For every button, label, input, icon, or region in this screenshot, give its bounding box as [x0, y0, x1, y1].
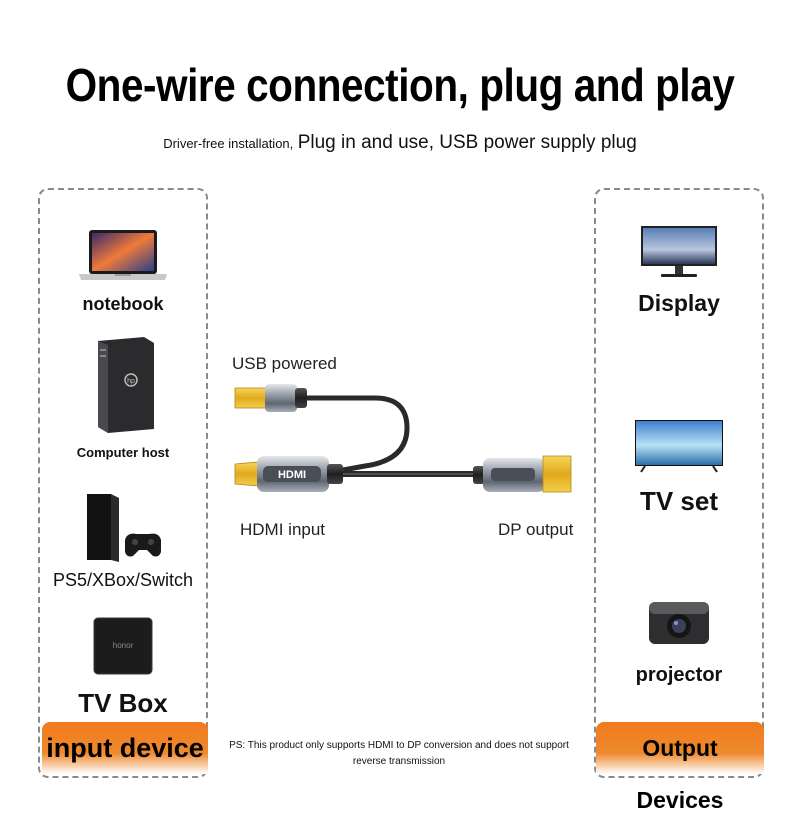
svg-text:hp: hp — [127, 378, 135, 385]
reverse-transmission-note: PS: This product only supports HDMI to D… — [229, 740, 569, 767]
subtitle-small: Driver-free installation, — [163, 136, 294, 151]
device-tv-box: honor TV Box — [40, 612, 206, 719]
tv-icon — [635, 420, 723, 473]
device-display: Display — [596, 224, 762, 317]
device-game-console: PS5/XBox/Switch — [40, 490, 206, 591]
device-notebook: notebook — [40, 228, 206, 315]
input-devices-panel: notebook hp Computer host PS5/XBox/Switc… — [38, 188, 208, 778]
device-tv-set: TV set — [596, 418, 762, 517]
device-label: PS5/XBox/Switch — [52, 570, 194, 590]
device-label: TV Box — [78, 688, 168, 718]
dp-plug — [473, 455, 572, 493]
subtitle: Driver-free installation, Plug in and us… — [0, 132, 800, 154]
projector-icon — [649, 602, 709, 644]
device-label: TV set — [639, 486, 719, 516]
device-label: notebook — [82, 294, 164, 314]
dp-output-label: DP output — [498, 520, 574, 539]
tv-box-icon: honor — [93, 617, 153, 675]
monitor-icon — [641, 226, 717, 277]
device-projector: projector — [596, 598, 762, 687]
usb-plug — [234, 384, 307, 412]
input-device-banner: input device — [42, 722, 208, 774]
device-label: projector — [635, 664, 723, 686]
svg-text:honor: honor — [113, 641, 134, 650]
hdmi-to-dp-cable: HDMI — [234, 384, 572, 493]
device-label: Computer host — [76, 445, 170, 460]
page-title: One-wire connection, plug and play — [65, 59, 735, 111]
hdmi-plug-text: HDMI — [278, 469, 306, 481]
output-devices-panel: Display TV set projector — [594, 188, 764, 778]
hdmi-plug: HDMI — [234, 456, 343, 492]
desktop-tower-icon: hp — [98, 337, 154, 433]
device-computer-host: hp Computer host — [40, 335, 206, 460]
game-console-icon — [87, 494, 161, 562]
subtitle-big: Plug in and use, USB power supply plug — [297, 132, 637, 153]
hdmi-input-label: HDMI input — [240, 520, 326, 539]
laptop-icon — [79, 230, 167, 280]
device-label: Display — [638, 290, 720, 316]
usb-powered-label: USB powered — [232, 354, 337, 373]
output-devices-banner: Output Devices — [596, 722, 764, 813]
